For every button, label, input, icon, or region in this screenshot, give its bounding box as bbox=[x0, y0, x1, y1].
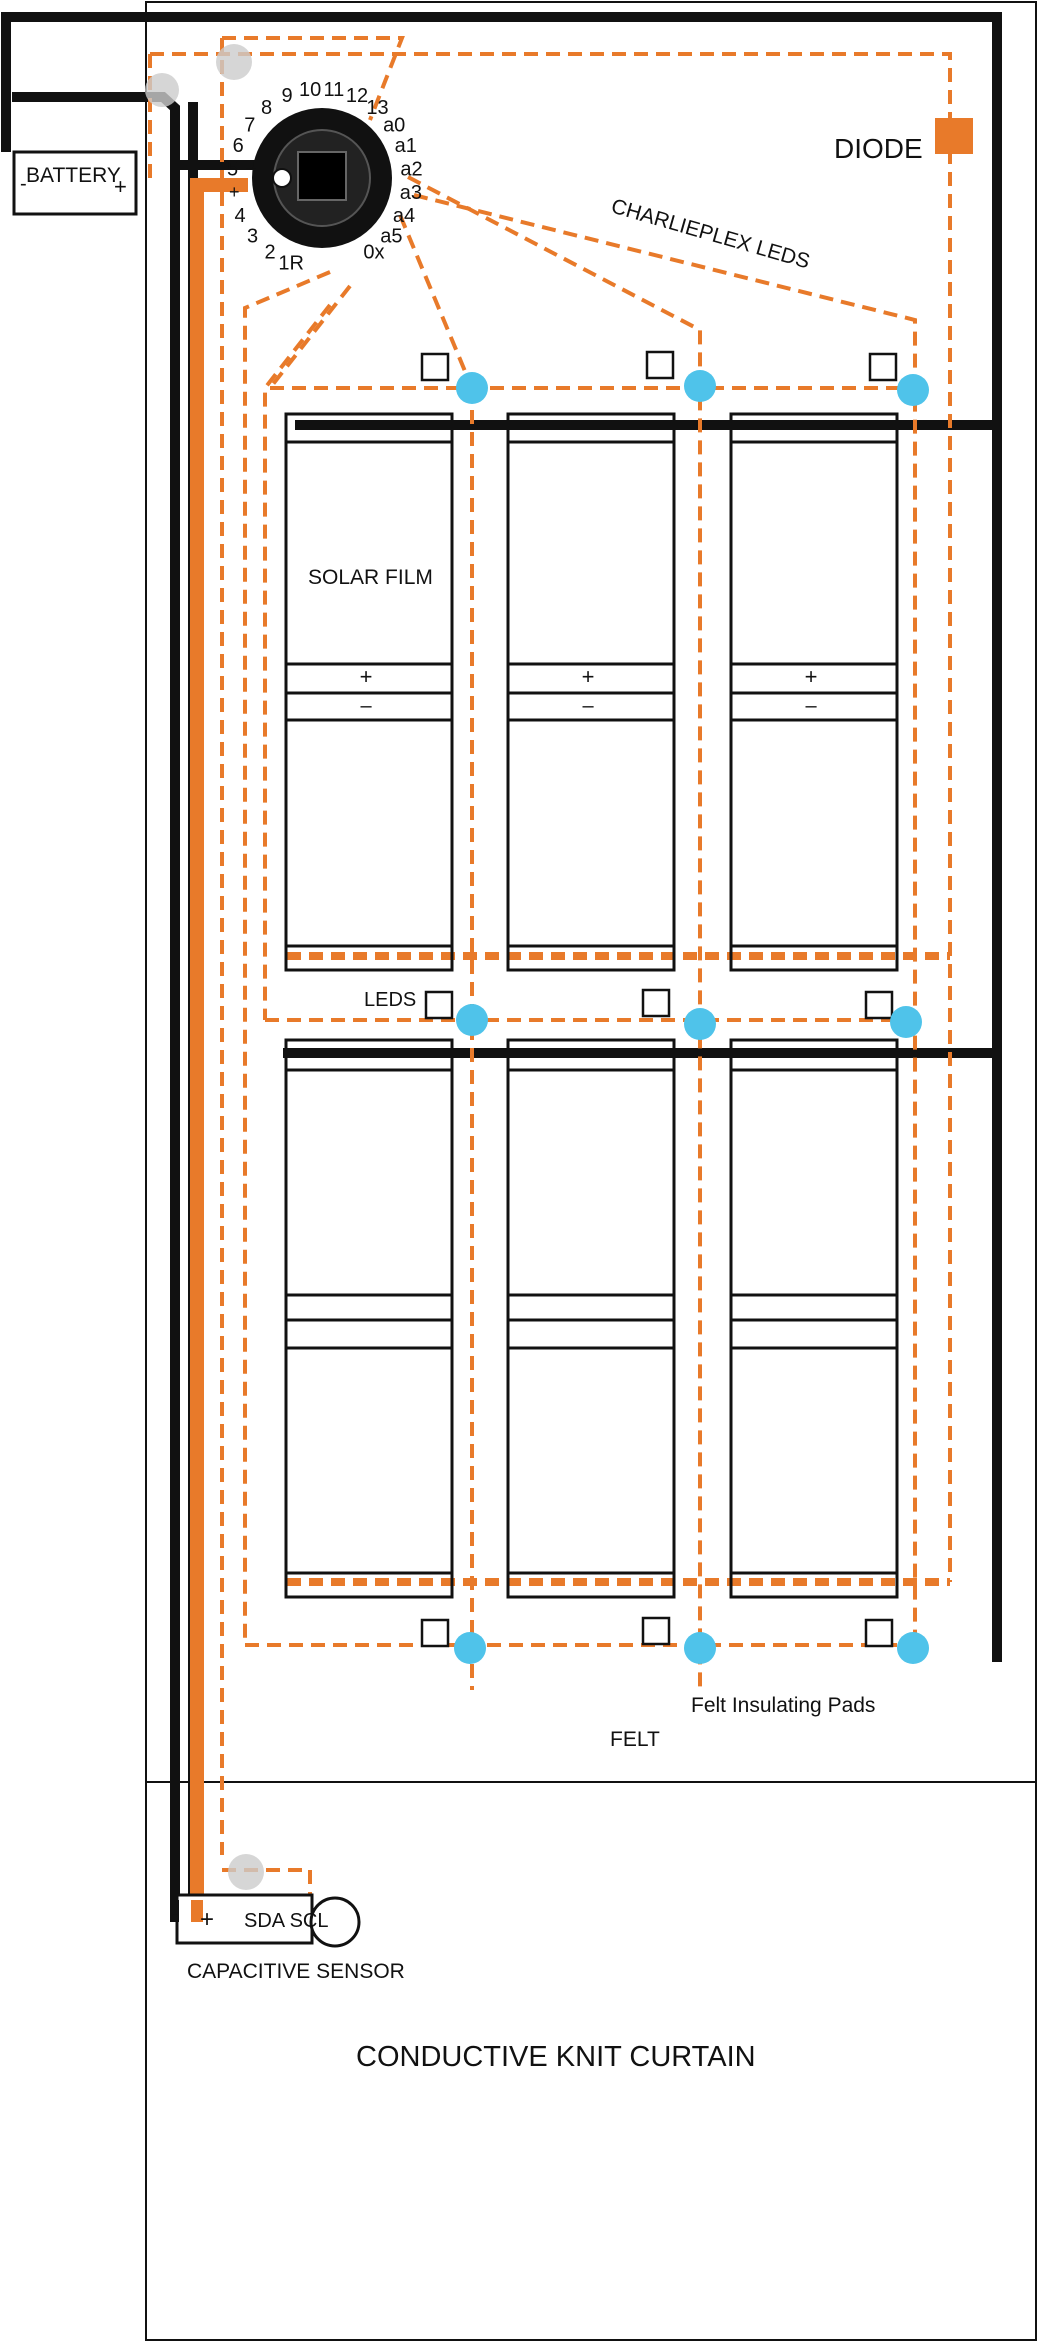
board-plus: + bbox=[229, 182, 240, 202]
solar-panels: + – + – + – bbox=[284, 412, 899, 1599]
board-pin-label: 8 bbox=[261, 97, 272, 119]
felt-insulating-pad bbox=[420, 352, 450, 382]
snap-top-chip bbox=[216, 44, 252, 80]
solar-film-label: SOLAR FILM bbox=[308, 566, 433, 589]
felt-insulating-pad bbox=[420, 1618, 450, 1648]
battery-box bbox=[12, 150, 138, 216]
led-dot bbox=[897, 374, 929, 406]
led-dot bbox=[897, 1632, 929, 1664]
felt-insulating-pad bbox=[424, 990, 454, 1020]
led-dot bbox=[456, 372, 488, 404]
led-dot bbox=[684, 1008, 716, 1040]
board-pin-label: a1 bbox=[395, 135, 417, 157]
dashed-threads bbox=[148, 36, 952, 1908]
led-grid bbox=[420, 350, 929, 1664]
board-pin-label: 1R bbox=[278, 253, 304, 275]
felt-insulating-pad bbox=[645, 350, 675, 380]
board-pin-label: 4 bbox=[234, 205, 245, 227]
led-dot bbox=[684, 1632, 716, 1664]
board-pin-label: 2 bbox=[265, 242, 276, 264]
board-pin-label: 6 bbox=[233, 135, 244, 157]
sensor-pad bbox=[309, 1896, 361, 1948]
lilypad-board: – + bbox=[229, 108, 392, 248]
felt-insulating-pad bbox=[864, 990, 894, 1020]
capacitive-sensor-label: CAPACITIVE SENSOR bbox=[187, 1960, 405, 1983]
panel-minus: – bbox=[360, 695, 372, 717]
board-pin-label: a3 bbox=[400, 182, 422, 204]
led-dot bbox=[456, 1004, 488, 1036]
board-pin-label: 12 bbox=[346, 85, 368, 107]
outer-frame bbox=[145, 1, 1037, 2341]
sensor-plus: + bbox=[200, 1906, 214, 1933]
led-dot bbox=[890, 1006, 922, 1038]
board-pin-label: a4 bbox=[393, 205, 415, 227]
board-pin-label: a5 bbox=[380, 225, 402, 247]
charlieplex-label: CHARLIEPLEX LEDS bbox=[609, 195, 813, 274]
panel-plus: + bbox=[360, 664, 373, 689]
sensor-minus: - bbox=[172, 1904, 179, 1926]
board-pin-label: a2 bbox=[400, 158, 422, 180]
snap-sensor bbox=[228, 1854, 264, 1890]
felt-insulating-pad bbox=[641, 988, 671, 1018]
panel-plus: + bbox=[582, 664, 595, 689]
panel-minus: – bbox=[805, 695, 817, 717]
board-pin-label: 9 bbox=[281, 85, 292, 107]
felt-insulating-pad bbox=[641, 1616, 671, 1646]
panel-minus: – bbox=[582, 695, 594, 717]
board-pin-label: 0x bbox=[363, 242, 384, 264]
diode-label: DIODE bbox=[834, 133, 923, 164]
orange-solid-thread bbox=[190, 178, 248, 1922]
felt-label: FELT bbox=[610, 1728, 660, 1751]
curtain-label: CONDUCTIVE KNIT CURTAIN bbox=[356, 2041, 756, 2073]
board-pin-label: 3 bbox=[247, 225, 258, 247]
snap-top-left bbox=[145, 73, 179, 107]
led-dot bbox=[684, 370, 716, 402]
sensor-pins-label: SDA SCL bbox=[244, 1910, 328, 1932]
board-pin-label: 10 bbox=[299, 79, 321, 101]
board-pin-label: a0 bbox=[383, 114, 405, 136]
diode-block bbox=[935, 118, 973, 154]
felt-pads-label: Felt Insulating Pads bbox=[691, 1694, 875, 1717]
leds-label: LEDS bbox=[364, 989, 416, 1011]
battery-plus: + bbox=[114, 174, 127, 199]
led-dot bbox=[454, 1632, 486, 1664]
panel-plus: + bbox=[805, 664, 818, 689]
battery-label: BATTERY bbox=[26, 164, 121, 187]
felt-insulating-pad bbox=[868, 352, 898, 382]
board-pin-label: 7 bbox=[244, 114, 255, 136]
board-minus: – bbox=[246, 158, 256, 178]
board-pin-label: 13 bbox=[366, 97, 388, 119]
board-pin-label: 11 bbox=[324, 79, 345, 101]
felt-insulating-pad bbox=[864, 1618, 894, 1648]
board-pin-label: 5 bbox=[227, 158, 238, 180]
battery-minus: - bbox=[20, 173, 27, 195]
